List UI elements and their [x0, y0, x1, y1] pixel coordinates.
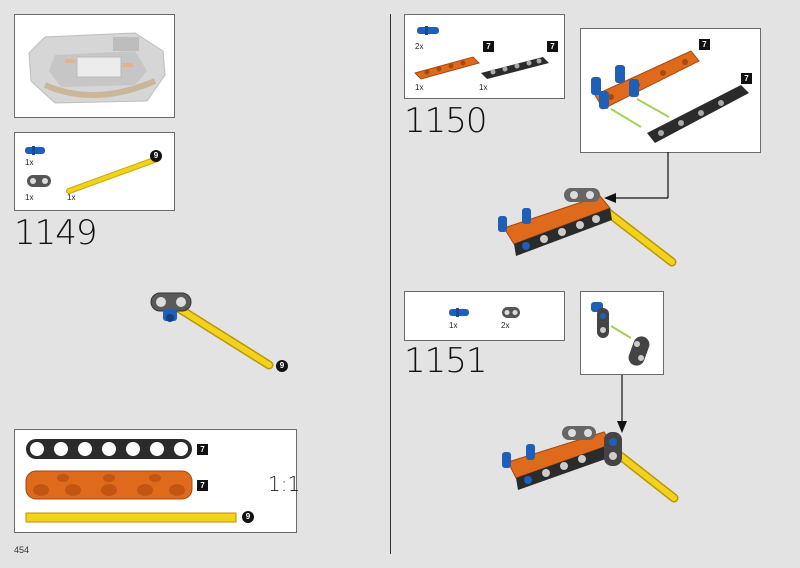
blue-pin-qty: 1x [449, 321, 458, 330]
model-overview-image [28, 32, 166, 104]
orange-beam-length-badge: 7 [197, 480, 208, 491]
part-size-reference: 7 7 9 1:1 [14, 429, 301, 533]
parts-list-1149: 1x 1x 1x 9 [14, 132, 175, 211]
step-number-1149: 1149 [14, 213, 98, 253]
orange-beam-qty: 1x [415, 83, 424, 92]
callout-black-badge: 7 [741, 73, 752, 84]
connector-icon [27, 175, 51, 187]
callout-orange-badge: 7 [699, 39, 710, 50]
assembly-axle-badge: 9 [276, 360, 288, 372]
connector-qty: 2x [501, 321, 510, 330]
orange-beam-badge: 7 [483, 41, 494, 52]
page-divider [390, 14, 391, 554]
axle-qty: 1x [67, 193, 76, 202]
step-number-1150: 1150 [404, 101, 488, 141]
axle-reference-badge: 9 [242, 511, 254, 523]
callout-1150: 7 7 [580, 28, 761, 153]
black-beam-qty: 1x [479, 83, 488, 92]
callout-1151-image [591, 302, 650, 366]
parts-list-1150: 2x 7 1x 7 1x [404, 14, 565, 99]
page-number: 454 [14, 545, 30, 555]
blue-pin-qty: 2x [415, 42, 424, 51]
blue-pin-icon [25, 146, 45, 155]
step-number-1151: 1151 [404, 341, 488, 381]
axle-reference [25, 512, 237, 523]
parts-list-1151: 1x 2x [404, 291, 565, 341]
callout-pointer-1150 [604, 152, 669, 203]
orange-beam-icon [414, 56, 480, 80]
axle-length-badge: 9 [150, 150, 162, 162]
axle-icon [66, 156, 160, 194]
black-beam-reference [26, 439, 192, 459]
blue-pin-icon [417, 26, 439, 35]
black-beam-badge: 7 [547, 41, 558, 52]
black-beam-length-badge: 7 [197, 444, 208, 455]
model-overview-box [14, 14, 175, 118]
assembly-1151 [502, 426, 679, 503]
blue-pin-icon [449, 308, 469, 317]
black-beam-icon [481, 57, 549, 79]
connector-qty: 1x [25, 193, 34, 202]
scale-label: 1:1 [268, 472, 301, 496]
orange-beam-reference [25, 470, 193, 500]
blue-pin-qty: 1x [25, 158, 34, 167]
connector-icon [502, 307, 520, 318]
callout-pointer-1151 [617, 375, 627, 433]
callout-1151 [580, 291, 664, 375]
assembly-1150 [498, 188, 677, 267]
callout-1150-image [591, 50, 749, 143]
assembly-1149 [150, 292, 274, 370]
